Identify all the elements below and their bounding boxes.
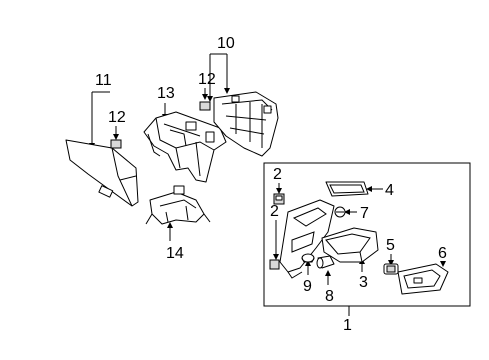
callout-12-top: 12 [198,71,216,88]
part-7-knob [334,206,346,218]
callout-6: 6 [438,245,447,262]
leader-12-top [202,88,208,100]
leader-8 [325,270,331,285]
callout-7: 7 [360,205,369,222]
leader-7 [344,209,357,215]
callout-8: 8 [325,288,334,305]
part-14-bracket [145,185,211,225]
leader-10 [207,53,230,102]
leader-9 [305,260,311,275]
part-11-side-panel [65,139,139,207]
callout-12-left: 12 [108,109,126,126]
callout-9: 9 [303,278,312,295]
part-12-clip-top [199,101,211,111]
callout-5: 5 [386,237,395,254]
callout-4: 4 [385,182,394,199]
callout-3: 3 [359,274,368,291]
part-10-rear-panel [213,91,279,157]
part-9-bulb [301,253,315,263]
part-2-clip-bottom [269,259,280,270]
part-6-cover [397,263,449,295]
leader-14 [167,222,173,241]
part-bezel [279,199,335,279]
leader-5 [388,254,394,266]
leader-2-bottom [273,220,279,260]
part-3-tray [321,227,379,263]
callout-2-top: 2 [273,166,282,183]
part-5-button [383,263,399,275]
part-13-console-frame [143,111,227,183]
part-12-clip-left [110,139,122,149]
callout-1: 1 [343,317,352,334]
leader-12-left [113,126,119,140]
callout-2-bottom: 2 [270,203,279,220]
leader-4 [366,186,383,192]
callout-13: 13 [157,85,175,102]
part-4-mat [325,181,369,197]
leader-11 [89,91,110,149]
callout-11: 11 [95,72,112,89]
part-8-socket [316,255,335,269]
callout-10: 10 [217,35,235,52]
leader-6 [440,261,446,267]
part-2-clip-top [273,193,285,205]
assembly-1-box [263,162,471,307]
callout-14: 14 [166,245,184,262]
leader-2-top [276,183,282,194]
